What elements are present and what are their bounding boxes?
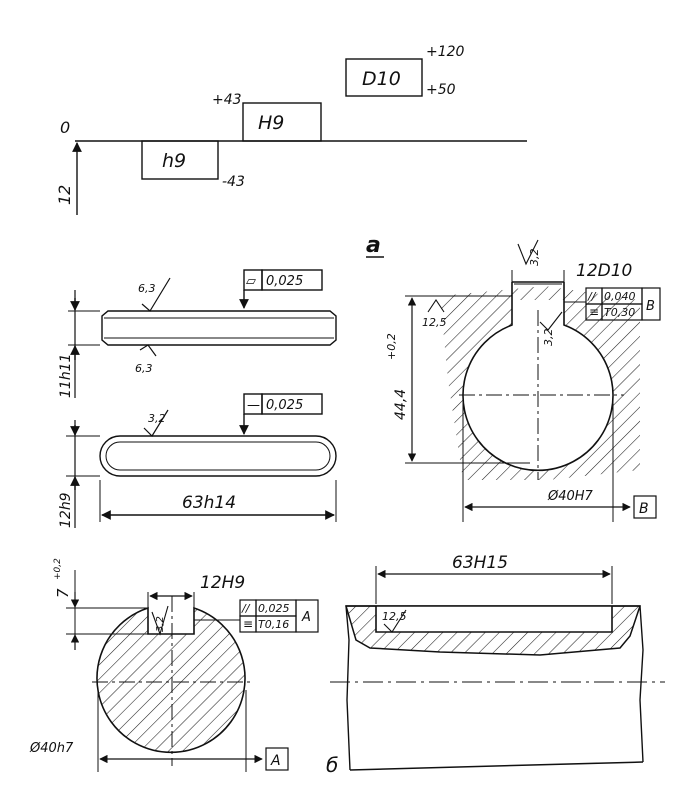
shaft-diameter-dim: Ø40h7 xyxy=(29,741,74,756)
hub-bore-roughness: 12,5 xyxy=(422,316,447,329)
field-D10-box xyxy=(345,58,423,97)
hub-slot-side-roughness: 3,2 xyxy=(542,329,555,347)
shaft-depth-dim: 7 xyxy=(54,588,72,598)
key-side-roughness-bottom: 6,3 xyxy=(135,362,153,375)
shaft-slot-roughness: 3,2 xyxy=(155,616,166,632)
key-length-dim: 63h14 xyxy=(182,493,236,513)
field-D10-lower: +50 xyxy=(426,82,456,98)
key-height-dim: 11h11 xyxy=(58,353,74,398)
shaft-side-view xyxy=(330,605,665,771)
field-h9-box xyxy=(141,140,219,180)
fcf-shaft-symmetry-value: T0,16 xyxy=(258,618,289,631)
field-H9-label: H9 xyxy=(258,112,284,134)
field-H9-box xyxy=(242,102,322,142)
field-h9-label: h9 xyxy=(162,150,186,172)
fcf-hub-datum: B xyxy=(646,299,655,314)
key-width-dim: 12h9 xyxy=(58,492,74,528)
fcf-hub-parallel-value: 0,040 xyxy=(604,290,636,303)
fcf-hub-symmetry-symbol: ≡ xyxy=(589,305,599,319)
key-side-view xyxy=(68,269,337,398)
fcf-flatness-value: 0,025 xyxy=(266,274,303,289)
hub-depth-tolerance: +0,2 xyxy=(385,333,398,360)
view-label-a: а xyxy=(366,233,381,258)
field-h9-lower: -43 xyxy=(222,174,245,190)
key-top-roughness: 3,2 xyxy=(148,412,166,425)
hub-bore-dim: Ø40H7 xyxy=(547,489,594,504)
key-side-roughness-top: 6,3 xyxy=(138,282,156,295)
datum-a-label: A xyxy=(270,753,281,769)
zero-label: 0 xyxy=(60,118,70,137)
datum-b-label: B xyxy=(639,501,649,517)
field-H9-upper: +43 xyxy=(212,92,242,108)
field-D10-label: D10 xyxy=(362,68,401,90)
fcf-straightness-value: 0,025 xyxy=(266,398,303,413)
hub-section xyxy=(440,281,640,480)
shaft-depth-tolerance: +0,2 xyxy=(53,558,63,580)
shaft-side-annotations xyxy=(375,566,613,633)
key-top-view xyxy=(66,393,337,528)
shaft-section xyxy=(92,596,252,766)
shaft-side-roughness: 12,5 xyxy=(382,610,407,623)
fcf-straightness-symbol: — xyxy=(247,398,260,413)
fcf-shaft-parallel-symbol: // xyxy=(241,602,251,615)
hub-slot-top-roughness: 3,2 xyxy=(528,249,541,267)
fcf-flatness-symbol: ▱ xyxy=(246,274,256,289)
shaft-slot-length-dim: 63H15 xyxy=(452,553,508,573)
hub-depth-dim: 44,4 xyxy=(393,389,409,420)
hub-annotations xyxy=(405,239,661,522)
fcf-shaft-datum: A xyxy=(301,610,311,625)
fcf-hub-symmetry-value: T0,30 xyxy=(604,306,635,319)
shaft-annotations xyxy=(66,570,319,772)
tolerance-scheme xyxy=(72,58,527,215)
fcf-hub-parallel-symbol: // xyxy=(587,290,597,303)
view-label-b: б xyxy=(326,753,338,777)
shaft-slot-dim: 12H9 xyxy=(200,573,245,593)
fcf-shaft-symmetry-symbol: ≡ xyxy=(243,617,253,631)
nominal-size-label: 12 xyxy=(55,185,74,205)
field-D10-upper: +120 xyxy=(426,44,465,60)
fcf-shaft-parallel-value: 0,025 xyxy=(258,602,290,615)
hub-slot-dim: 12D10 xyxy=(576,261,632,281)
